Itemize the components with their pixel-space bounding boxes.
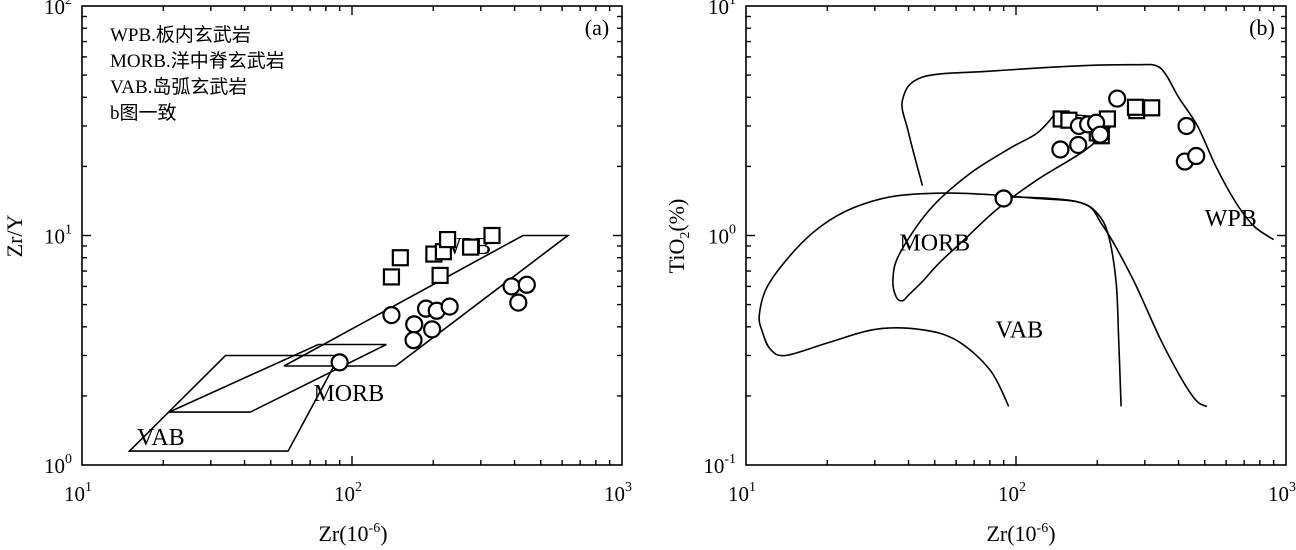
circle-marker: [1108, 89, 1127, 108]
square-marker: [431, 266, 449, 285]
panel-a-notes: WPB.板内玄武岩 MORB.洋中脊玄武岩 VAB.岛弧玄武岩 b图一致: [110, 24, 285, 124]
x-tick-label: 101: [64, 480, 92, 506]
field-label-vab: VAB: [996, 317, 1044, 343]
panel-a-label: (a): [585, 15, 609, 40]
panel-b-label: (b): [1249, 15, 1275, 40]
circle-marker: [422, 320, 442, 339]
panel-b-fields: WPB MORB VAB: [758, 63, 1275, 408]
panel-a-y-axis-title: Zr/Y: [2, 215, 27, 258]
square-marker: [382, 268, 401, 286]
panel-b-markers: [994, 89, 1206, 208]
legend-note: b图一致: [110, 102, 177, 124]
field-morb: [168, 343, 387, 413]
x-tick-label: 103: [604, 480, 632, 506]
panel-b-x-tick-labels: 101 102 103: [728, 480, 1296, 506]
field-label-morb: MORB: [313, 381, 384, 407]
circle-marker: [404, 331, 423, 350]
panel-a-markers: [330, 226, 536, 372]
square-marker: [1126, 98, 1145, 116]
y-tick-label: 100: [44, 452, 72, 478]
field-boundary-wpb: [994, 195, 1208, 408]
field-label-morb: MORB: [899, 231, 970, 257]
square-marker: [391, 249, 409, 267]
circle-marker: [1091, 125, 1110, 144]
legend-note: MORB.洋中脊玄武岩: [110, 50, 285, 72]
panel-a-x-axis-title: Zr(10-6): [318, 521, 387, 546]
legend-note: WPB.板内玄武岩: [110, 24, 251, 46]
panel-b-plot-frame: [745, 5, 1287, 466]
y-tick-label: 102: [44, 0, 72, 19]
square-marker: [439, 230, 457, 249]
x-tick-label: 102: [334, 480, 362, 506]
circle-marker: [440, 297, 459, 316]
panel-b-y-tick-labels: 10-1 100 101: [703, 0, 736, 478]
x-tick-label: 102: [998, 480, 1026, 506]
circle-marker: [1051, 140, 1070, 159]
y-tick-label: 101: [44, 223, 72, 249]
circle-marker: [509, 293, 528, 312]
legend-note: VAB.岛弧玄武岩: [110, 76, 247, 98]
panel-a-x-tick-labels: 101 102 103: [64, 480, 632, 506]
panel-a-ticks: [82, 6, 622, 465]
field-boundary-vab: [758, 192, 1122, 407]
square-marker: [1143, 99, 1161, 117]
panel-a-y-tick-labels: 100 101 102: [44, 0, 72, 478]
circle-marker: [405, 315, 424, 334]
panel-b-x-axis-title: Zr(10-6): [986, 521, 1055, 546]
square-marker: [483, 226, 501, 245]
panel-b-y-axis-title: TiO2(%): [664, 199, 693, 274]
circle-marker: [517, 275, 536, 294]
circle-marker: [1187, 146, 1206, 166]
field-label-vab: VAB: [137, 425, 185, 451]
y-tick-label: 101: [708, 0, 736, 19]
circle-marker: [330, 353, 349, 372]
circle-marker: [382, 305, 401, 325]
x-tick-label: 101: [728, 480, 756, 506]
square-marker: [462, 238, 480, 256]
y-tick-label: 100: [708, 223, 736, 249]
circle-marker: [994, 189, 1013, 208]
circle-marker: [502, 277, 521, 296]
panel-b: WPB MORB VAB 101 102 103 10-1 100 101 (b) Zr(1…: [664, 0, 1296, 546]
panel-b-ticks: [746, 6, 1286, 465]
field-boundary-outer: [901, 63, 1275, 241]
y-tick-label: 10-1: [703, 452, 736, 478]
circle-marker: [1069, 135, 1088, 155]
field-label-wpb: WPB: [1205, 206, 1257, 232]
x-tick-label: 103: [1268, 480, 1296, 506]
circle-marker: [1177, 116, 1196, 136]
